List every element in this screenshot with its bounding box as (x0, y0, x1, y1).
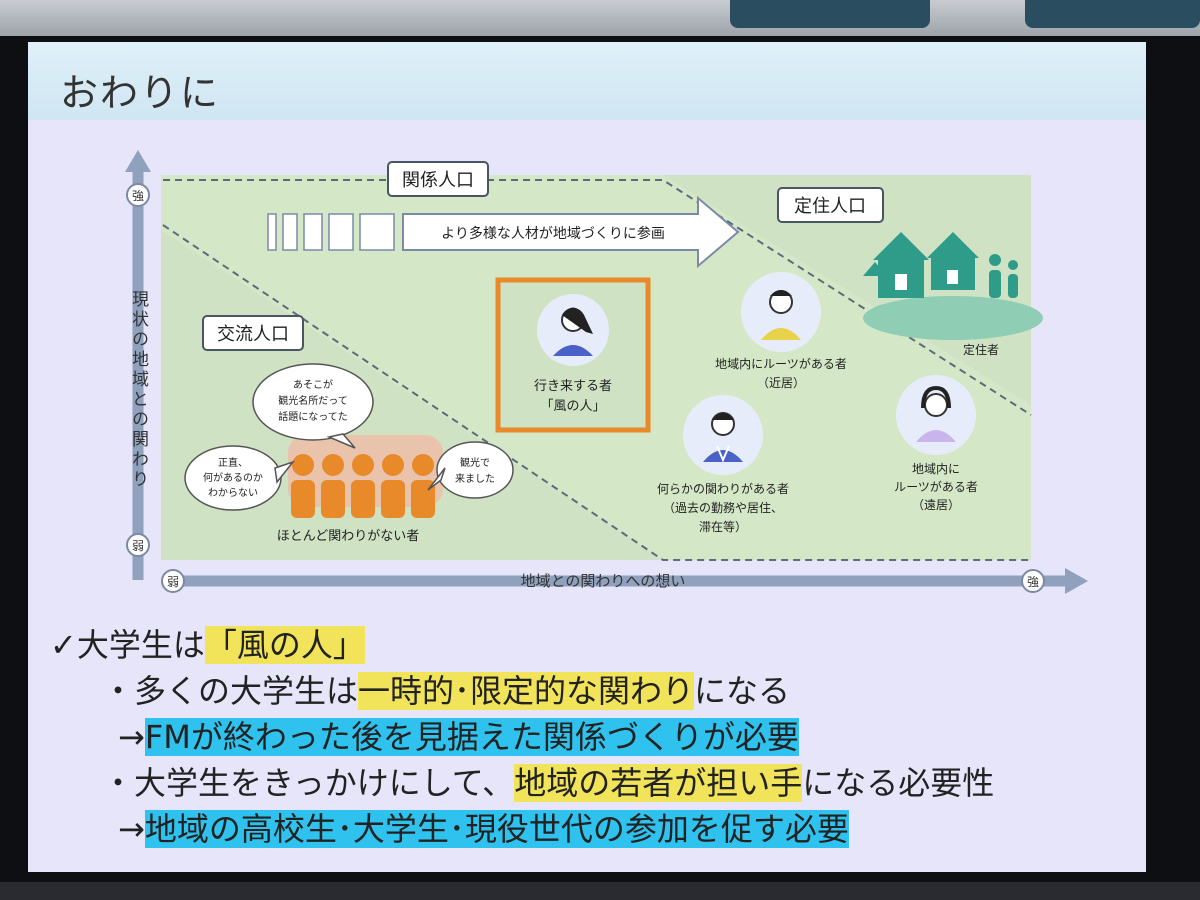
settled-label: 定住人口 (794, 196, 866, 217)
relation-label: 関係人口 (402, 170, 474, 191)
arrow-mark: → (118, 718, 145, 756)
participation-arrow (402, 195, 740, 269)
residents-icon (989, 254, 1018, 298)
bullet-4: ・大学生をきっかけにして、地域の若者が担い手になる必要性 (102, 758, 994, 804)
bullet-2-suffix: になる (694, 672, 791, 710)
speech-bubble: あそこが 観光名所だって 話題になってた (252, 363, 374, 449)
bullet-1-prefix: 大学生は (76, 626, 205, 664)
roots-far-line3: （遠居） (912, 498, 960, 512)
bullet-dot: ・ (102, 672, 135, 710)
roots-near-line2: （近居） (757, 376, 805, 390)
y-bottom-label: 弱 (132, 539, 144, 553)
bullet-5-highlight: 地域の高校生･大学生･現役世代の参加を促す必要 (144, 810, 849, 848)
check-mark: ✓ (50, 626, 77, 664)
slide-title: おわりに (60, 71, 221, 115)
bullet-2-prefix: 多くの大学生は (134, 672, 359, 710)
kaze-line1: 行き来する者 (534, 379, 612, 394)
bullet-4-suffix: になる必要性 (802, 764, 995, 802)
roots-far-line2: ルーツがある者 (894, 479, 978, 494)
bullet-dot: ・ (102, 764, 135, 802)
wall-sign-left (730, 0, 930, 28)
bubble1-line2: 観光名所だって (278, 394, 348, 407)
exchange-label-box (202, 315, 304, 351)
bullet-4-prefix: 大学生をきっかけにして、 (134, 764, 515, 802)
bubble2-line3: わからない (208, 487, 258, 499)
x-left-marker (161, 569, 185, 593)
y-top-marker (126, 183, 150, 207)
x-axis-arrowhead (1065, 568, 1088, 594)
exchange-label: 交流人口 (217, 324, 289, 345)
background-wall (0, 0, 1200, 36)
bubble2-line1: 正直、 (218, 456, 248, 469)
bullet-3: →FMが終わった後を見据えた関係づくりが必要 (118, 712, 799, 758)
x-right-marker (1021, 569, 1045, 593)
no-relation-label: ほとんど関わりがない者 (277, 529, 420, 544)
wall-sign-right (1025, 0, 1200, 28)
person-icon (683, 395, 763, 475)
bullet-4-highlight: 地域の若者が担い手 (514, 764, 803, 802)
some-relation-line3: 滞在等） (699, 520, 747, 534)
roots-far-line1: 地域内に (912, 462, 960, 476)
settled-label-box (777, 187, 884, 223)
relation-boundary-bottom (162, 224, 1031, 561)
bullet-3-highlight: FMが終わった後を見据えた関係づくりが必要 (144, 718, 799, 756)
some-relation-line2: （過去の勤務や居住、 (663, 501, 783, 515)
arrow-mark: → (118, 810, 145, 848)
relation-label-box (387, 161, 489, 197)
speech-bubble: 観光で 来ました (427, 441, 514, 499)
person-icon (537, 294, 609, 366)
x-left-label: 弱 (167, 575, 179, 589)
monitor-base (0, 882, 1200, 900)
presentation-slide: おわりに 強 弱 現状の地域との関わり 弱 強 地域との関わりへの想い 関係人口… (28, 42, 1146, 872)
y-bottom-marker (126, 533, 150, 557)
bullet-2: ・多くの大学生は一時的･限定的な関わりになる (102, 666, 790, 712)
some-relation-line1: 何らかの関わりがある者 (657, 481, 789, 496)
participation-arrow-text: より多様な人材が地域づくりに参画 (441, 225, 665, 242)
y-axis-arrowhead (125, 150, 151, 172)
bullet-1: ✓大学生は「風の人」 (50, 620, 365, 666)
x-right-label: 強 (1027, 575, 1039, 589)
bubble1-line1: あそこが (293, 378, 333, 391)
bullet-2-highlight: 一時的･限定的な関わり (358, 672, 695, 710)
crowd-icon (288, 435, 443, 518)
bubble3-line1: 観光で (460, 456, 490, 469)
house-icon (863, 232, 1043, 340)
title-bar: おわりに (28, 42, 1146, 120)
person-icon (741, 272, 821, 352)
population-diagram: 強 弱 現状の地域との関わり 弱 強 地域との関わりへの想い 関係人口 定住人口… (125, 150, 1088, 594)
bullet-5: →地域の高校生･大学生･現役世代の参加を促す必要 (118, 804, 849, 850)
y-axis-label: 現状の地域との関わり (128, 290, 149, 490)
bubble1-line3: 話題になってた (278, 410, 348, 423)
y-top-label: 強 (132, 189, 144, 203)
bubble2-line2: 何があるのか (203, 471, 263, 484)
kaze-line2: 「風の人」 (540, 399, 605, 414)
bubble3-line2: 来ました (455, 473, 495, 485)
progress-boxes (267, 213, 395, 251)
roots-near-line1: 地域内にルーツがある者 (715, 356, 847, 371)
person-icon (896, 375, 976, 455)
x-axis-label: 地域との関わりへの想い (521, 572, 686, 590)
speech-bubble: 正直、 何があるのか わからない (184, 445, 296, 511)
bullet-1-highlight: 「風の人」 (204, 626, 365, 664)
settled-person-label: 定住者 (963, 342, 999, 357)
